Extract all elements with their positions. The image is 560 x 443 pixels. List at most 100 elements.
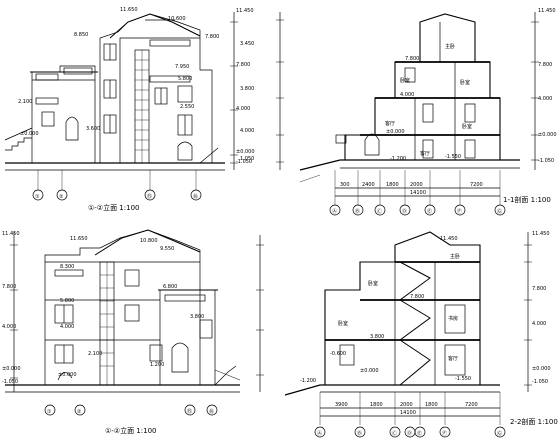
section-bottom-right — [256, 231, 532, 438]
title-top-right: 1-1剖面 1:100 — [503, 195, 551, 204]
axis-label: ① — [47, 409, 52, 415]
tag: ±0.000 — [58, 372, 77, 378]
axis-label: Ⓐ — [332, 208, 337, 215]
axis-label: Ⓓ — [407, 430, 412, 437]
tag: 10.800 — [140, 238, 158, 244]
tag: 7.800 — [205, 34, 219, 40]
axis-label: ⑮ — [187, 408, 192, 415]
tag: 7.950 — [175, 64, 189, 70]
tag: 5.800 — [178, 76, 192, 82]
room-label: 客厅 — [420, 150, 430, 157]
dim-label: 2000 — [400, 402, 413, 408]
elev-label: -1.050 — [2, 379, 18, 385]
tag: 1.200 — [150, 362, 164, 368]
dim-label: 7200 — [470, 182, 483, 188]
dim-total: 14100 — [400, 410, 416, 416]
axis-label: ② — [77, 409, 82, 415]
tag: 3.800 — [190, 314, 204, 320]
axis-label: Ⓑ — [357, 430, 362, 437]
windows-bottom-left — [54, 269, 213, 381]
tag: ±0.000 — [20, 131, 39, 137]
elevation-bottom-left — [5, 229, 241, 416]
tag: 2.550 — [180, 104, 194, 110]
level-tag: ±0.000 — [386, 129, 405, 135]
tag: 9.550 — [160, 246, 174, 252]
axis-label: Ⓔ — [417, 430, 422, 437]
tag: 4.000 — [60, 324, 74, 330]
axis-label: ⑯ — [209, 408, 214, 415]
axis-label: ⑮ — [147, 193, 152, 200]
room-label: 卧室 — [462, 123, 472, 130]
tag: 11.650 — [120, 7, 138, 13]
axis-label: Ⓑ — [355, 208, 360, 215]
axis-label: Ⓕ — [442, 430, 447, 437]
tag: 10.600 — [168, 16, 186, 22]
elev-label: 7.800 — [236, 62, 250, 68]
elev-label: 7.800 — [538, 62, 552, 68]
axis-label: Ⓓ — [402, 208, 407, 215]
level-tag: -0.600 — [330, 351, 346, 357]
tag: 2.100 — [18, 99, 32, 105]
title-bottom-right: 2-2剖面 1:100 — [510, 417, 558, 426]
axis-label: Ⓕ — [457, 208, 462, 215]
dim-label: 7200 — [465, 402, 478, 408]
room-label: 主卧 — [445, 43, 455, 50]
level-tag: 7.800 — [405, 56, 419, 62]
elev-label: ±0.000 — [2, 366, 21, 372]
section-top-right — [276, 12, 539, 216]
level-tag: -1.550 — [455, 376, 471, 382]
level-tag: ±0.000 — [360, 368, 379, 374]
elev-label: -1.050 — [532, 379, 548, 385]
dim-label: 1800 — [370, 402, 383, 408]
level-tag: -1.550 — [445, 154, 461, 160]
room-label: 卧室 — [368, 280, 378, 287]
level-tag: -1.200 — [390, 156, 406, 162]
elev-label: -1.050 — [236, 159, 252, 165]
tag: 5.800 — [60, 298, 74, 304]
tag: 8.300 — [60, 264, 74, 270]
level-tag: -1.200 — [300, 378, 316, 384]
elev-label: 11.450 — [2, 231, 20, 237]
windows-top-left — [41, 43, 193, 161]
elev-label: ±0.000 — [236, 149, 255, 155]
elev-label: ±0.000 — [532, 366, 551, 372]
dim-label: 1800 — [386, 182, 399, 188]
tag: 6.800 — [163, 284, 177, 290]
elev-label: 11.450 — [532, 231, 550, 237]
elev-label: 4.000 — [236, 106, 250, 112]
dim-label: 300 — [340, 182, 350, 188]
axis-label: ⑯ — [193, 193, 198, 200]
room-label: 主卧 — [450, 253, 460, 260]
elev-label: ±0.000 — [538, 132, 557, 138]
elev-label: 11.450 — [538, 8, 556, 14]
axis-label: Ⓖ — [497, 208, 502, 215]
elev-label: 7.800 — [2, 284, 16, 290]
elevation-top-left — [4, 12, 238, 201]
dim-label: 3.450 — [240, 41, 254, 47]
room-label: 卧室 — [400, 77, 410, 84]
axis-label: Ⓖ — [497, 430, 502, 437]
dim-label: 1800 — [425, 402, 438, 408]
tag: 8.850 — [74, 32, 88, 38]
level-tag: 11.450 — [440, 236, 458, 242]
balcony-railings — [35, 39, 191, 105]
axis-label: Ⓔ — [427, 208, 432, 215]
elev-label: 4.000 — [538, 96, 552, 102]
level-tag: 4.000 — [400, 92, 414, 98]
dim-label: 3.800 — [240, 86, 254, 92]
tag: 3.600 — [86, 126, 100, 132]
elev-label: -1.050 — [538, 158, 554, 164]
dim-label: 2000 — [410, 182, 423, 188]
level-tag: 3.800 — [370, 334, 384, 340]
tag: 11.650 — [70, 236, 88, 242]
dim-label: 3900 — [335, 402, 348, 408]
dim-label: 1.050 — [240, 156, 254, 162]
room-label: 卧室 — [460, 79, 470, 86]
elev-label: 7.800 — [532, 286, 546, 292]
axis-label: ② — [59, 194, 64, 200]
dim-total: 14100 — [410, 190, 426, 196]
room-label: 书房 — [448, 315, 458, 322]
room-label: 客厅 — [448, 355, 458, 362]
dim-label: 2400 — [362, 182, 375, 188]
